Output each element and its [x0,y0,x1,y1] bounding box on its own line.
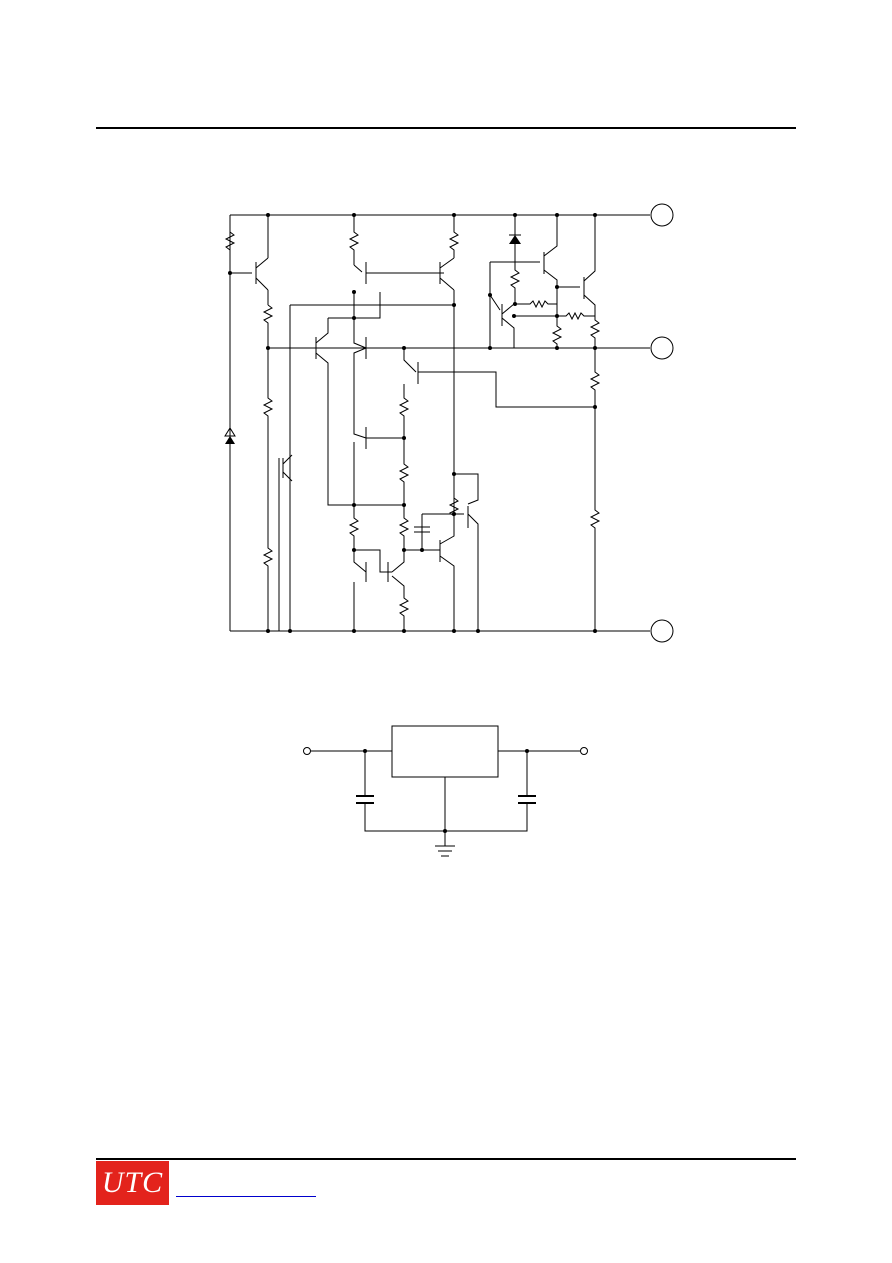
output-terminal [650,336,674,360]
ground-terminal [650,619,674,643]
regulator-block [391,725,499,778]
output-capacitor [518,795,536,804]
website-link[interactable] [176,1196,316,1197]
input-capacitor [356,795,374,804]
utc-logo: UTC [96,1161,169,1205]
output-pin [580,747,588,755]
ground-symbol [435,845,455,857]
input-terminal [650,203,674,227]
input-pin [303,747,311,755]
zener-diode-left [225,436,235,444]
bottom-rule [96,1158,796,1160]
top-rule [96,127,796,129]
